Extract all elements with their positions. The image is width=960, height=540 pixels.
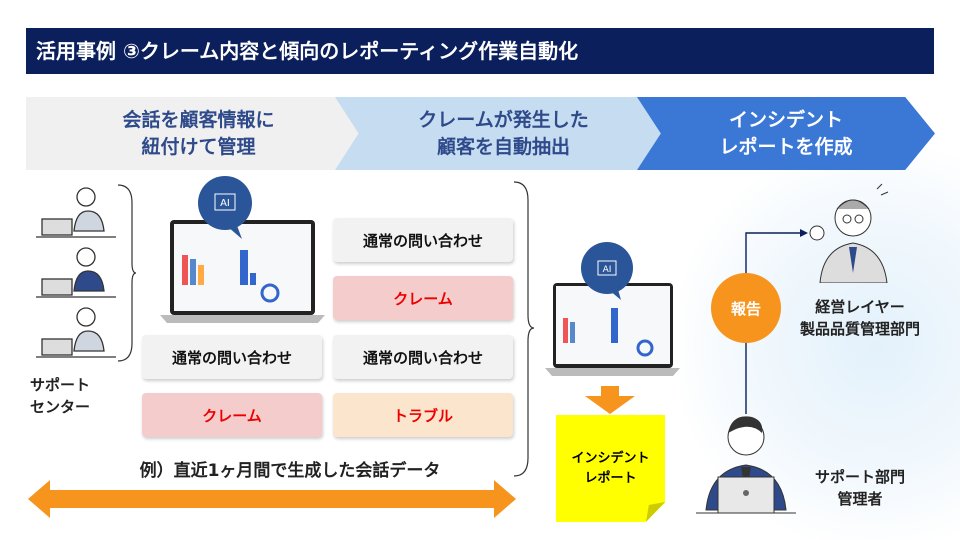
conversation-claim: クレーム <box>333 276 513 320</box>
step-2: クレームが発生した顧客を自動抽出 <box>335 97 672 170</box>
down-arrow-icon <box>585 386 635 414</box>
step-1: 会話を顧客情報に紐付けて管理 <box>26 97 371 170</box>
incident-report-line2: レポート <box>584 470 637 486</box>
manager-line2: 管理者 <box>837 490 883 508</box>
step-2-line1: クレームが発生した <box>418 108 589 131</box>
support-manager-label: サポート部門管理者 <box>800 466 920 510</box>
operator-icon <box>36 307 116 358</box>
ai-bubble <box>198 176 252 230</box>
step-3-line1: インシデント <box>728 108 843 131</box>
laptop-dashboard-1: AI <box>160 176 325 323</box>
support-center-label: サポートセンター <box>30 374 90 418</box>
step-1-line2: 紐付けて管理 <box>141 135 256 158</box>
support-center-line1: サポート <box>30 376 91 394</box>
dashboard-bars <box>182 250 256 285</box>
ai-chip-icon: AI <box>603 265 612 275</box>
ai-chip-icon: AI <box>220 198 230 209</box>
report-badge: 報告 <box>711 273 781 343</box>
support-center-line2: センター <box>30 398 91 416</box>
conversation-normal: 通常の問い合わせ <box>142 335 322 379</box>
executive-illustration <box>809 183 889 283</box>
operators-illustration <box>36 184 136 362</box>
conversation-trouble: トラブル <box>333 393 513 437</box>
incident-report-line1: インシデント <box>571 450 650 466</box>
report-flow-arrow <box>745 229 808 414</box>
conversation-normal: 通常の問い合わせ <box>333 218 513 262</box>
right-brace <box>513 181 535 477</box>
conversation-normal: 通常の問い合わせ <box>333 335 513 379</box>
step-3-line2: レポートを作成 <box>719 135 853 158</box>
step-3: インシデントレポートを作成 <box>637 97 935 170</box>
incident-report-note: インシデントレポート <box>556 415 665 522</box>
ai-bubble <box>581 242 633 294</box>
operator-icon <box>36 187 116 238</box>
executive-line2: 製品品質管理部門 <box>799 320 920 338</box>
caption: 例）直近1ヶ月間で生成した会話データ <box>139 461 441 481</box>
period-double-arrow <box>28 480 516 518</box>
left-brace <box>117 184 136 362</box>
step-2-line2: 顧客を自動抽出 <box>436 135 570 158</box>
support-manager-illustration <box>696 416 796 514</box>
executive-line1: 経営レイヤー <box>815 298 905 316</box>
laptop-dashboard-2: AI <box>545 242 680 376</box>
operator-icon <box>36 247 116 298</box>
executive-label: 経営レイヤー製品品質管理部門 <box>790 296 930 340</box>
step-1-line1: 会話を顧客情報に <box>122 108 275 131</box>
page-title: 活用事例 ③クレーム内容と傾向のレポーティング作業自動化 <box>26 28 934 74</box>
manager-line1: サポート部門 <box>814 468 905 486</box>
conversation-claim: クレーム <box>142 393 322 437</box>
